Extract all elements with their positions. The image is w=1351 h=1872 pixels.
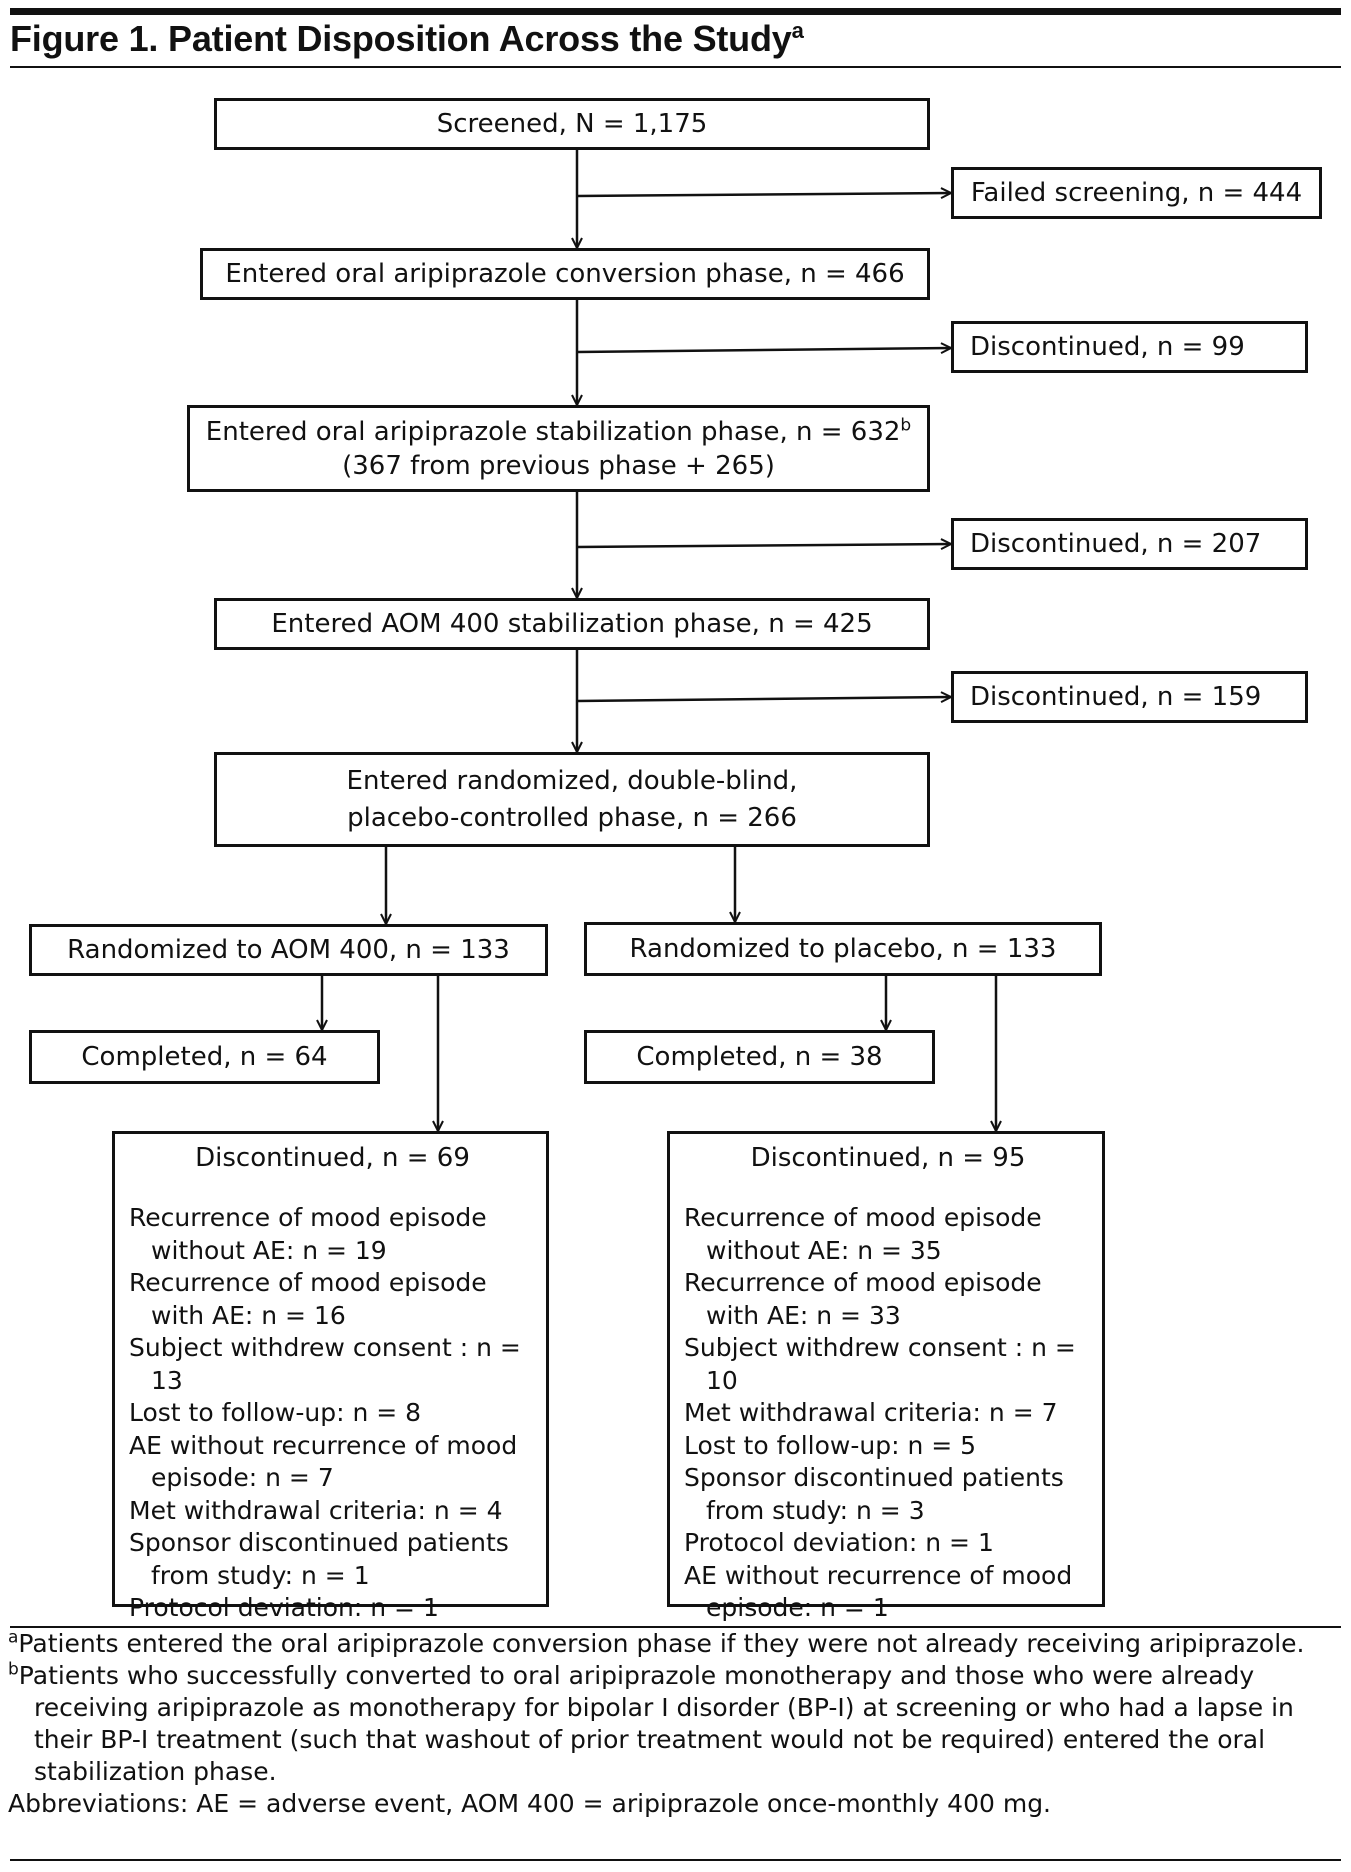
footnote-rule: [10, 1626, 1341, 1628]
reason-item: Protocol deviation: n = 1: [684, 1528, 994, 1557]
stabilization-line-1-text: Entered oral aripiprazole stabilization …: [205, 416, 901, 447]
completed-placebo-box: Completed, n = 38: [584, 1030, 935, 1084]
randomized-phase-box: Entered randomized, double-blind, placeb…: [214, 752, 930, 847]
completed-aom-box: Completed, n = 64: [29, 1030, 380, 1084]
reason-item: Sponsor discontinued patients from study…: [684, 1463, 1064, 1525]
discontinued-207-text: Discontinued, n = 207: [970, 529, 1262, 559]
footnote-b-text: Patients who successfully converted to o…: [18, 1661, 1294, 1786]
reason-item: Lost to follow-up: n = 5: [684, 1430, 977, 1460]
discontinued-aom-reasons: Recurrence of mood episode without AE: n…: [129, 1202, 536, 1625]
stabilization-line-1: Entered oral aripiprazole stabilization …: [206, 415, 911, 449]
discontinued-99-box: Discontinued, n = 99: [951, 321, 1308, 373]
screened-box: Screened, N = 1,175: [214, 98, 930, 150]
discontinued-159-text: Discontinued, n = 159: [970, 682, 1262, 712]
arrow-to-disc-207: [576, 544, 951, 547]
discontinued-99-text: Discontinued, n = 99: [970, 332, 1245, 362]
discontinued-placebo-final-box: Discontinued, n = 95 Recurrence of mood …: [667, 1131, 1105, 1622]
discontinued-placebo-final-heading: Discontinued, n = 95: [750, 1143, 1026, 1173]
failed-screening-box: Failed screening, n = 444: [951, 167, 1322, 219]
reason-item: Protocol deviation: n = 1: [129, 1593, 439, 1622]
failed-screening-text: Failed screening, n = 444: [970, 178, 1303, 208]
discontinued-aom-final-heading: Discontinued, n = 69: [195, 1143, 470, 1173]
randomized-aom-text: Randomized to AOM 400, n = 133: [67, 935, 510, 965]
stabilization-phase-box: Entered oral aripiprazole stabilization …: [187, 405, 930, 492]
discontinued-aom-final-box: Discontinued, n = 69 Recurrence of mood …: [112, 1131, 549, 1622]
reason-item: Recurrence of mood episode without AE: n…: [684, 1203, 1042, 1265]
randomized-line-1: Entered randomized, double-blind,: [346, 765, 798, 796]
abbreviations: Abbreviations: AE = adverse event, AOM 4…: [8, 1789, 1052, 1818]
discontinued-placebo-reasons: Recurrence of mood episode without AE: n…: [684, 1202, 1092, 1625]
stabilization-line-2: (367 from previous phase + 265): [342, 450, 775, 481]
reason-item: AE without recurrence of mood episode: n…: [129, 1430, 518, 1493]
conversion-phase-box: Entered oral aripiprazole conversion pha…: [200, 248, 930, 300]
reason-item: Subject withdrew consent : n = 10: [684, 1333, 1076, 1395]
figure-title-text: Figure 1. Patient Disposition Across the…: [10, 18, 792, 59]
conversion-phase-text: Entered oral aripiprazole conversion pha…: [225, 259, 905, 289]
reason-item: Recurrence of mood episode without AE: n…: [129, 1203, 487, 1265]
reason-item: Recurrence of mood episode with AE: n = …: [684, 1268, 1042, 1330]
randomized-placebo-box: Randomized to placebo, n = 133: [584, 922, 1102, 976]
reason-item: Sponsor discontinued patients from study…: [129, 1528, 509, 1590]
reason-item: Met withdrawal criteria: n = 4: [129, 1495, 503, 1525]
bottom-rule: [10, 1859, 1341, 1861]
reason-item: Met withdrawal criteria: n = 7: [684, 1398, 1058, 1427]
randomized-line-2: placebo-controlled phase, n = 266: [347, 802, 797, 833]
title-rule: [10, 66, 1341, 68]
completed-aom-text: Completed, n = 64: [81, 1042, 328, 1072]
aom-stabilization-phase-box: Entered AOM 400 stabilization phase, n =…: [214, 598, 930, 650]
footnote-b-mark: b: [8, 1659, 19, 1680]
reason-item: Recurrence of mood episode with AE: n = …: [129, 1268, 487, 1330]
randomized-placebo-text: Randomized to placebo, n = 133: [629, 934, 1057, 964]
footnote-a-text: Patients entered the oral aripiprazole c…: [18, 1629, 1305, 1658]
arrow-to-failed-screening: [576, 193, 951, 196]
top-rule: [10, 8, 1341, 15]
footnotes: aPatients entered the oral aripiprazole …: [8, 1628, 1343, 1820]
stabilization-footnote-b: b: [900, 414, 912, 435]
discontinued-207-box: Discontinued, n = 207: [951, 518, 1308, 570]
discontinued-159-box: Discontinued, n = 159: [951, 671, 1308, 723]
footnote-b: bPatients who successfully converted to …: [8, 1660, 1343, 1788]
arrow-to-disc-99: [576, 348, 951, 352]
randomized-aom-box: Randomized to AOM 400, n = 133: [29, 924, 548, 976]
completed-placebo-text: Completed, n = 38: [636, 1042, 883, 1072]
footnote-a: aPatients entered the oral aripiprazole …: [8, 1628, 1343, 1660]
aom-stabilization-phase-text: Entered AOM 400 stabilization phase, n =…: [271, 609, 873, 639]
screened-text: Screened, N = 1,175: [436, 109, 708, 139]
figure-title-sup: a: [791, 18, 804, 43]
arrow-to-disc-159: [576, 697, 951, 701]
figure-title: Figure 1. Patient Disposition Across the…: [10, 18, 804, 60]
reason-item: AE without recurrence of mood episode: n…: [684, 1560, 1073, 1623]
reason-item: Lost to follow-up: n = 8: [129, 1398, 422, 1427]
reason-item: Subject withdrew consent : n = 13: [129, 1333, 521, 1395]
footnote-a-mark: a: [8, 1627, 19, 1648]
